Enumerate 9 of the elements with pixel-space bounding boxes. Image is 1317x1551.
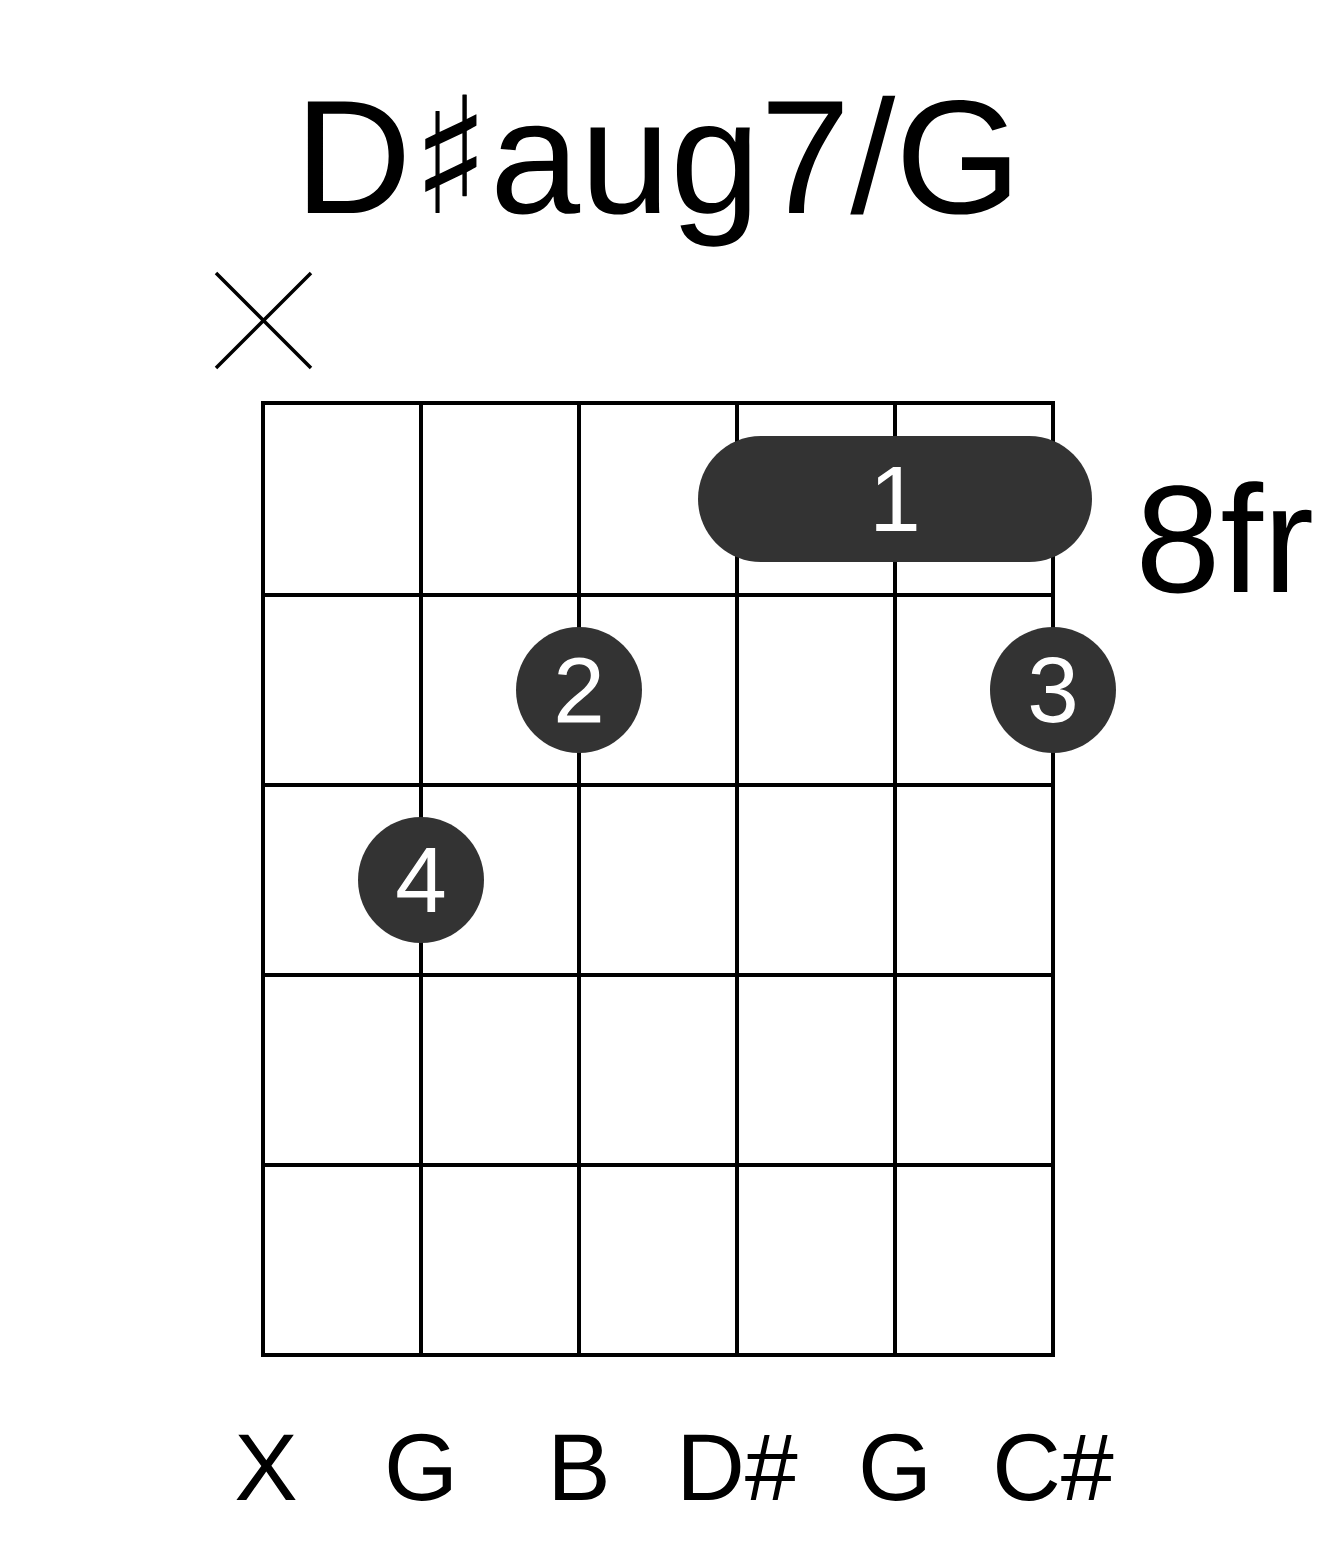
string-note: D# xyxy=(684,1434,798,1500)
string-note: C# xyxy=(997,1433,1114,1501)
fret-number: 8fr xyxy=(1142,481,1312,594)
string-note: G xyxy=(388,1433,451,1501)
string-note: B xyxy=(555,1434,606,1500)
string-note: G xyxy=(862,1433,925,1501)
string-note: X xyxy=(236,1434,296,1500)
barre-bar: 1 xyxy=(698,436,1092,562)
chord-title: D♯aug7/G xyxy=(307,94,1010,247)
